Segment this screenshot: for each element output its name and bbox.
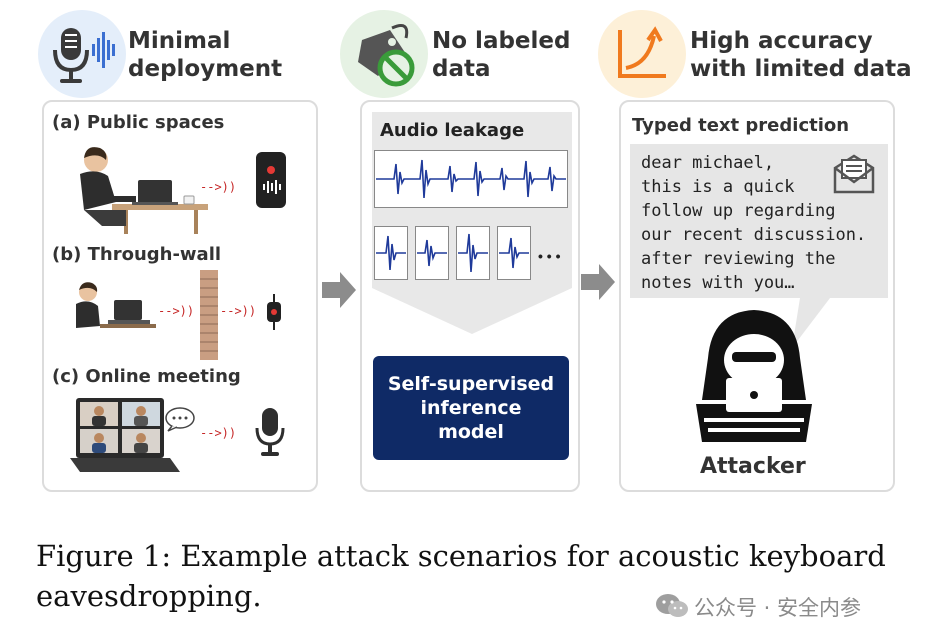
microphone-icon — [53, 28, 115, 83]
brick-wall-icon — [200, 270, 218, 360]
smartphone-icon — [256, 152, 286, 208]
predicted-line-6: notes with you… — [641, 273, 795, 293]
attacker-label: Attacker — [700, 454, 806, 479]
waveform-segment-1 — [374, 226, 408, 280]
sound-arrow-a: -->)) — [200, 180, 237, 194]
flow-arrow-2 — [581, 264, 615, 300]
no-label-tag-icon — [358, 24, 415, 87]
predicted-line-1: dear michael, — [641, 153, 775, 173]
predicted-text: dear michael, this is a quick follow up … — [641, 151, 866, 295]
sound-arrow-b2: -->)) — [220, 304, 257, 318]
prediction-title: Typed text prediction — [632, 115, 850, 136]
hooded-attacker-icon — [696, 310, 812, 442]
wechat-icon — [656, 594, 688, 617]
watermark-text: 公众号 · 安全内参 — [694, 596, 862, 620]
flow-arrow-1 — [322, 272, 356, 308]
continuous-waveform — [374, 150, 568, 208]
sound-arrow-c: -->)) — [200, 426, 237, 440]
waveform-ellipsis: • • • — [538, 248, 561, 264]
speech-bubble-icon — [165, 407, 195, 432]
email-icon — [833, 154, 875, 194]
scenario-b-label: (b) Through-wall — [52, 244, 222, 265]
person-at-laptop-icon — [80, 147, 208, 234]
predicted-line-3: follow up regarding — [641, 201, 836, 221]
waveform-segment-3 — [456, 226, 490, 280]
waveform-segment-2 — [415, 226, 449, 280]
predicted-line-5: after reviewing the — [641, 249, 836, 269]
person-behind-wall-icon — [76, 282, 156, 328]
figure-caption: Figure 1: Example attack scenarios for a… — [36, 536, 886, 616]
caption-line-2: eavesdropping. — [36, 579, 262, 613]
video-call-laptop-icon — [70, 398, 180, 472]
model-label: Self-supervised inference model — [387, 373, 555, 443]
contact-microphone-icon — [267, 294, 281, 330]
sound-arrow-b1: -->)) — [158, 304, 195, 318]
predicted-line-2: this is a quick — [641, 177, 795, 197]
audio-leakage-funnel — [372, 112, 572, 334]
self-supervised-model-box: Self-supervised inference model — [373, 356, 569, 460]
scenario-c-label: (c) Online meeting — [52, 366, 241, 387]
chart-icon-background — [598, 10, 686, 98]
predicted-line-4: our recent discussion. — [641, 225, 867, 245]
scenario-a-label: (a) Public spaces — [52, 112, 225, 133]
studio-microphone-icon — [255, 408, 285, 456]
growth-chart-icon — [618, 26, 666, 78]
caption-line-1: Figure 1: Example attack scenarios for a… — [36, 539, 886, 573]
microphone-icon-background — [38, 10, 126, 98]
waveform-segment-4 — [497, 226, 531, 280]
audio-leakage-title: Audio leakage — [380, 120, 525, 141]
